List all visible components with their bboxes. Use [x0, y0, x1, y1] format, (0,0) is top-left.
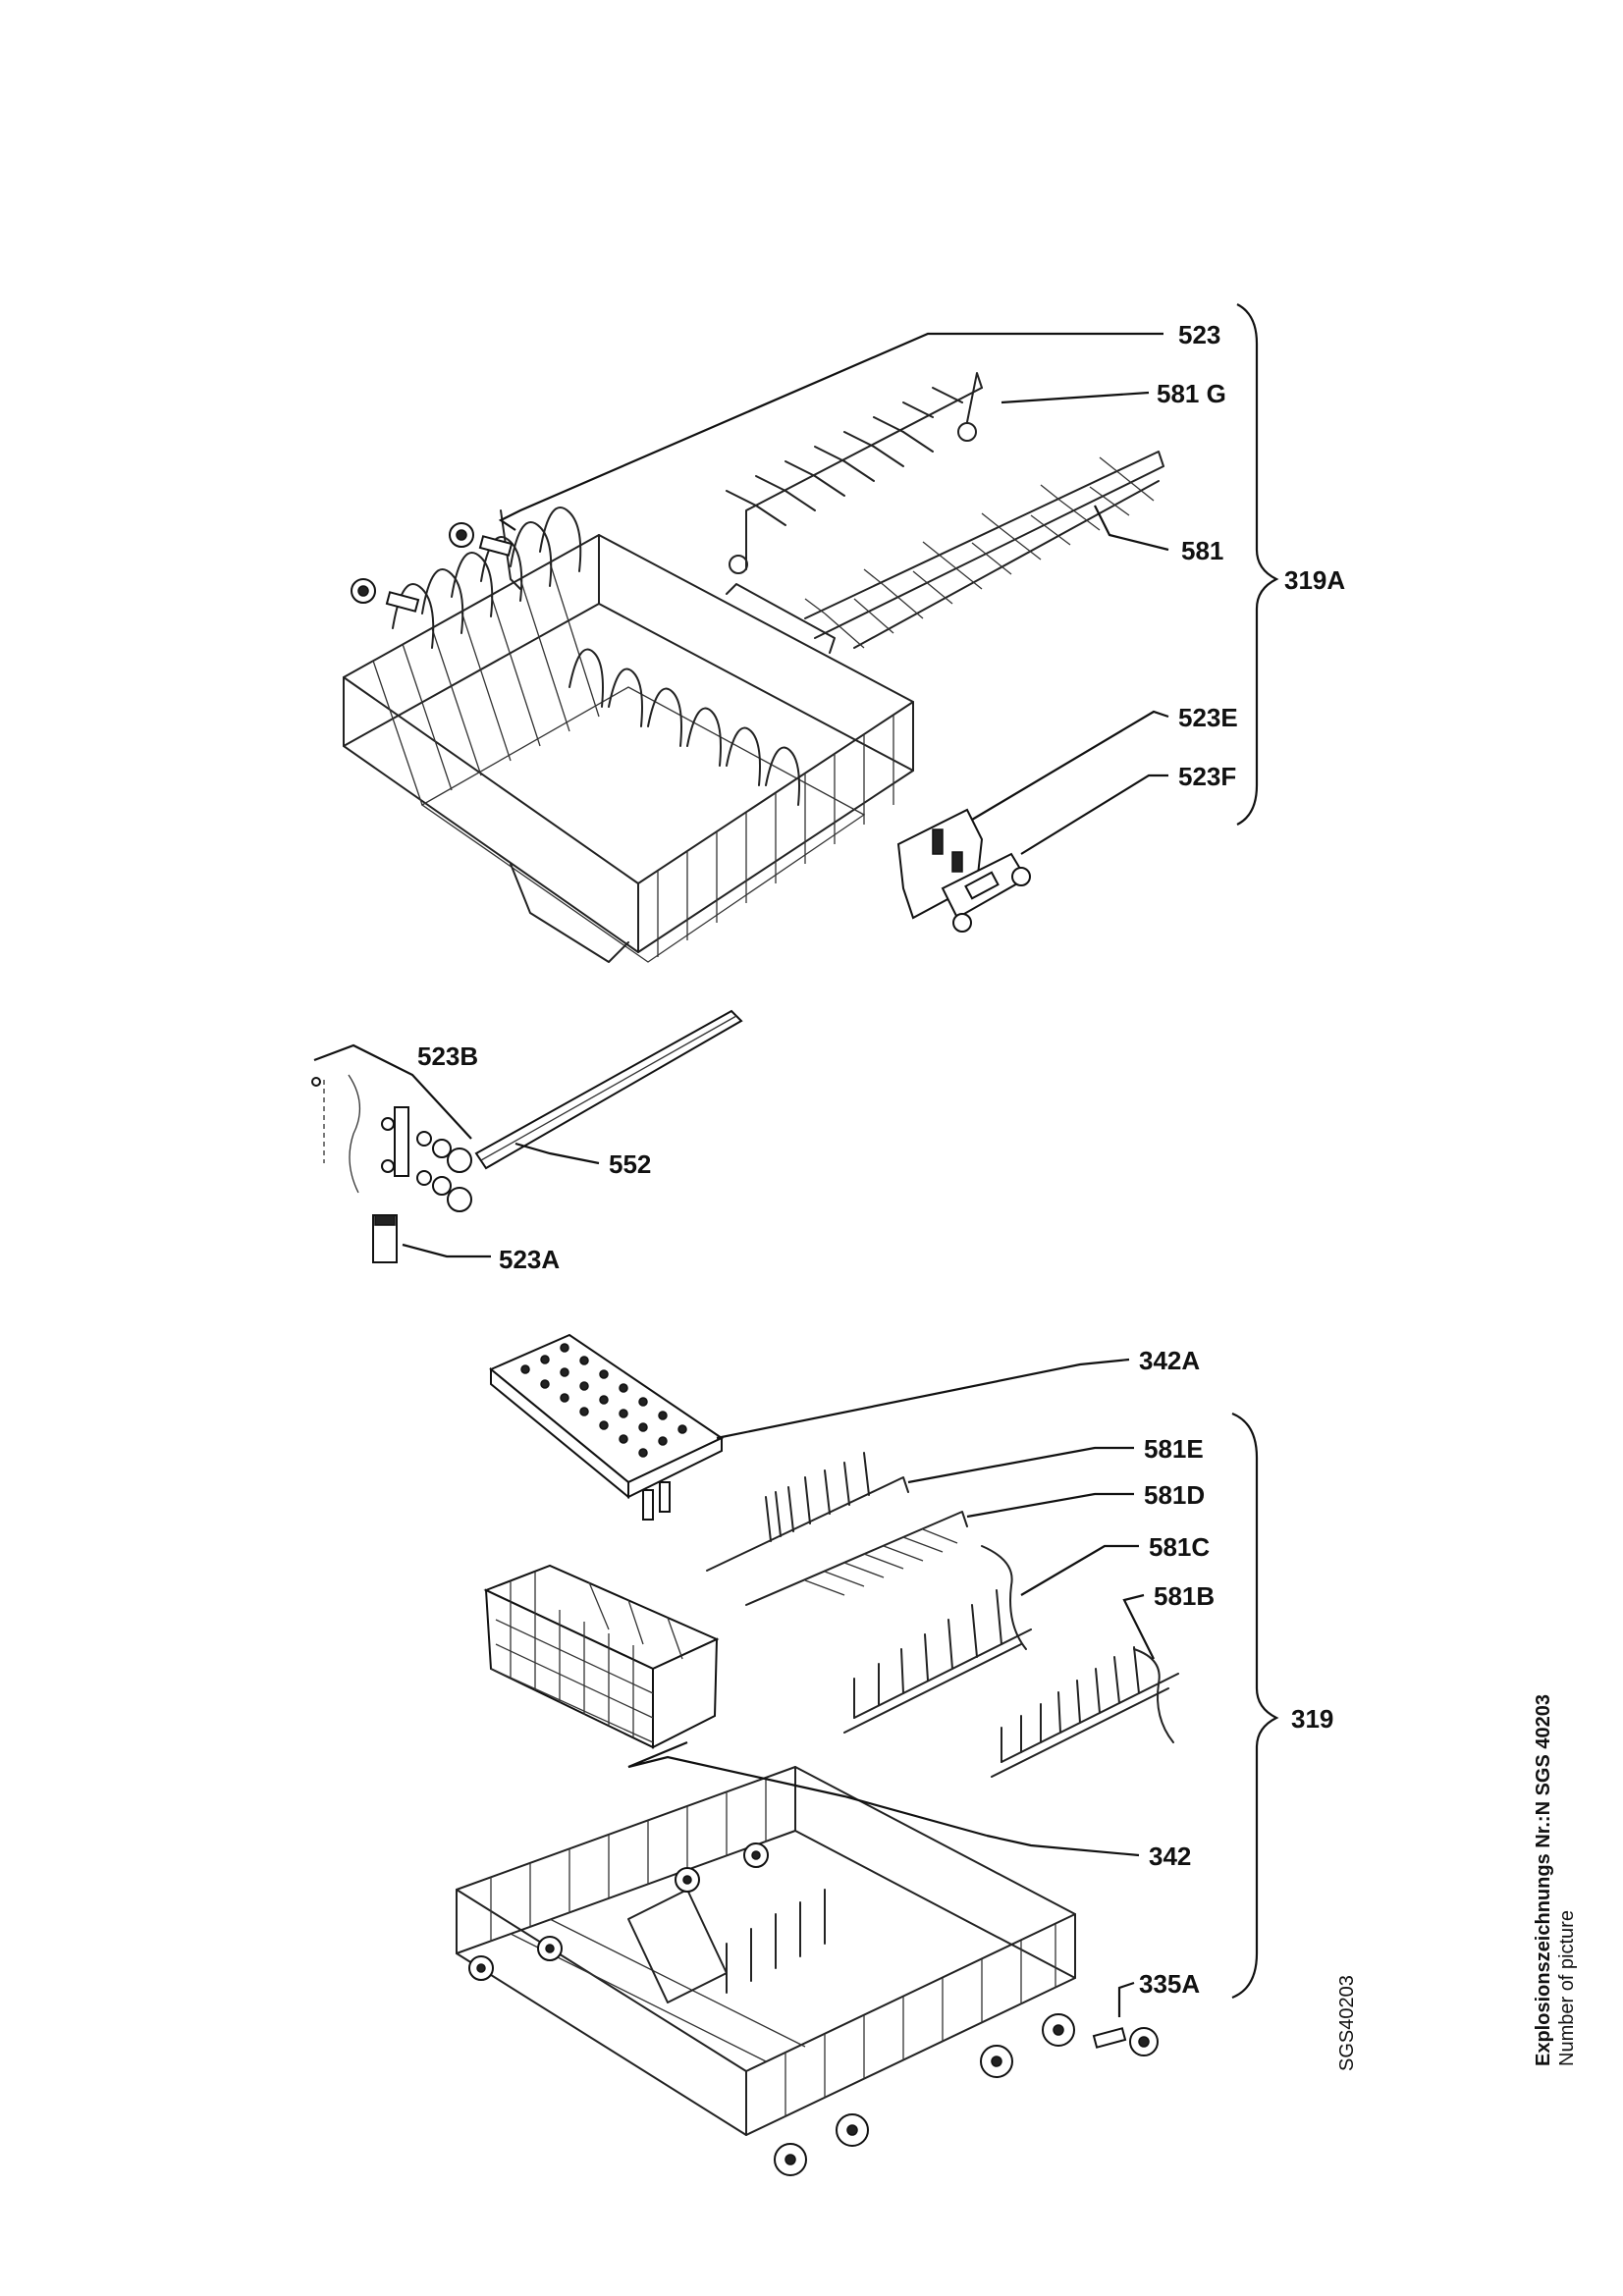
- brace-319: [1231, 1412, 1279, 2000]
- label-523: 523: [1178, 320, 1220, 349]
- basket-wheel-top: [449, 522, 514, 557]
- lower-basket-wheels: [468, 1842, 1075, 2176]
- label-342: 342: [1149, 1842, 1191, 1871]
- part-523a-clip: [372, 1214, 398, 1263]
- part-342-cutlery-basket: [483, 1564, 720, 1749]
- label-581g: 581 G: [1157, 379, 1226, 408]
- part-523f-bracket: [941, 852, 1031, 933]
- part-342a-cutlery-cover: [489, 1333, 725, 1521]
- label-523a: 523A: [499, 1245, 560, 1274]
- label-581d: 581D: [1144, 1480, 1205, 1510]
- label-581: 581: [1181, 536, 1223, 565]
- brace-319a: [1236, 303, 1279, 826]
- part-581c-plate-rack: [843, 1545, 1032, 1734]
- part-581b-plate-rack: [991, 1646, 1179, 1778]
- part-581g-rail: [726, 372, 983, 574]
- part-581-cup-rack: [804, 451, 1164, 649]
- part-581d-tines: [745, 1511, 968, 1606]
- label-523e: 523E: [1178, 703, 1238, 732]
- label-342a: 342A: [1139, 1346, 1200, 1375]
- label-319: 319: [1291, 1704, 1333, 1734]
- label-581e: 581E: [1144, 1434, 1204, 1464]
- part-335a-wheel: [1092, 2027, 1159, 2056]
- label-523f: 523F: [1178, 762, 1236, 791]
- drawing-subtitle: Number of picture: [1556, 1910, 1578, 2066]
- part-523b-hinge: [311, 1074, 472, 1212]
- label-523b: 523B: [417, 1041, 478, 1071]
- part-581e-tines: [706, 1452, 909, 1572]
- label-335a: 335A: [1139, 1969, 1200, 1999]
- basket-front-wires: [372, 561, 894, 957]
- label-552: 552: [609, 1149, 651, 1179]
- lower-basket: [456, 1766, 1076, 2176]
- leader-lines: [313, 332, 1169, 2017]
- label-581b: 581B: [1154, 1581, 1215, 1611]
- part-552-rail: [474, 1009, 743, 1170]
- drawing-title: Explosionszeichnungs Nr.:N SGS 40203: [1533, 1694, 1554, 2066]
- label-319a: 319A: [1284, 565, 1345, 595]
- basket-wheel-left: [351, 578, 420, 613]
- label-581c: 581C: [1149, 1532, 1210, 1562]
- plate-tines: [392, 507, 800, 806]
- upper-basket: [343, 507, 914, 963]
- drawing-code: SGS40203: [1336, 1975, 1358, 2071]
